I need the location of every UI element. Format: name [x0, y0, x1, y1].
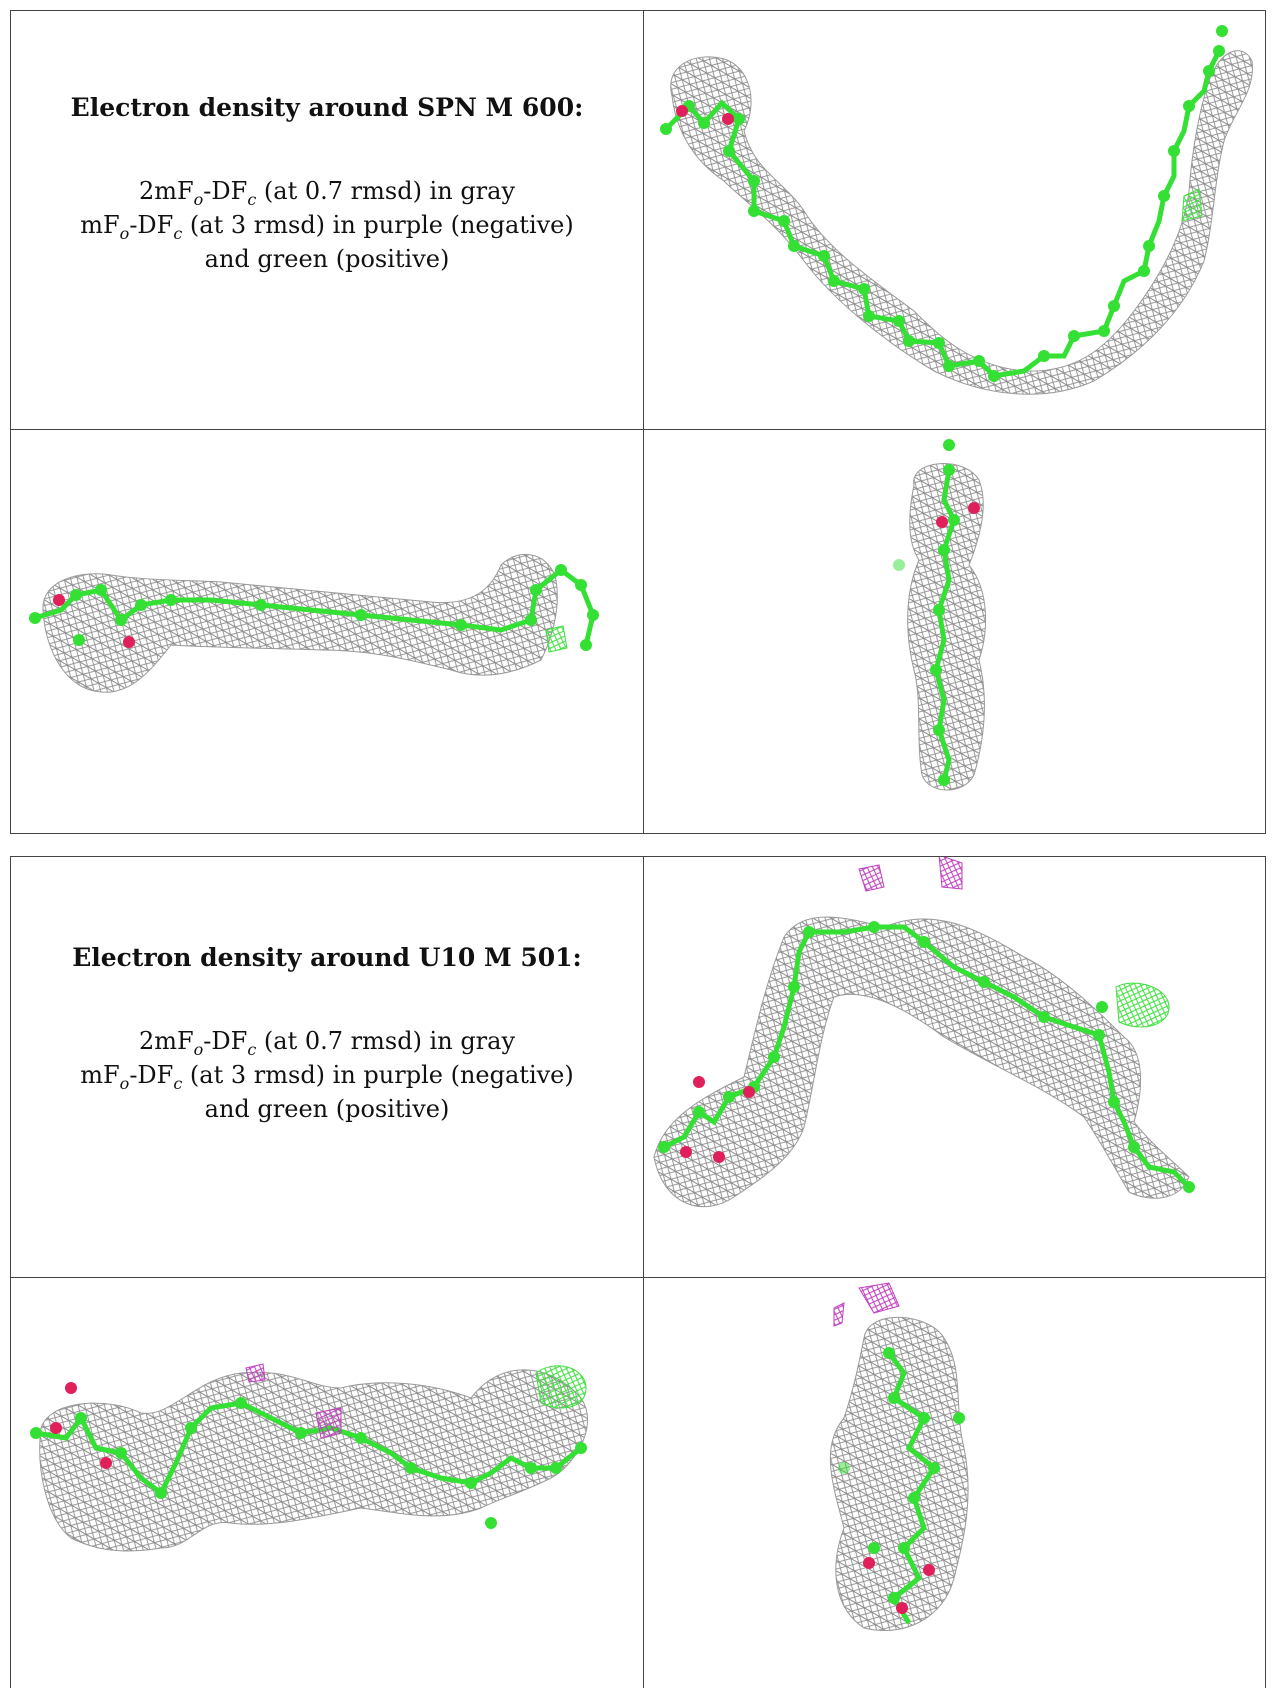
caption-line-2: mFo-DFc (at 3 rmsd) in purple (negative): [80, 211, 574, 243]
horizontal-divider: [11, 1277, 1265, 1278]
panel-title: Electron density around U10 M 501:: [72, 943, 582, 972]
density-view-end: [893, 439, 986, 791]
caption-line-3: and green (positive): [204, 1095, 450, 1123]
vertical-divider: [643, 11, 644, 833]
figure-panel-u10: Electron density around U10 M 501: 2mFo-…: [10, 856, 1266, 1688]
caption-cell: Electron density around U10 M 501: 2mFo-…: [11, 943, 643, 1126]
figure-panel-spn: Electron density around SPN M 600: 2mFo-…: [10, 10, 1266, 834]
caption-line-1: 2mFo-DFc (at 0.7 rmsd) in gray: [138, 177, 516, 209]
caption-cell: Electron density around SPN M 600: 2mFo-…: [11, 93, 643, 276]
caption-text: 2mFo-DFc (at 0.7 rmsd) in gray mFo-DFc (…: [11, 174, 643, 276]
caption-line-3: and green (positive): [204, 245, 450, 273]
panel-title: Electron density around SPN M 600:: [70, 93, 584, 122]
density-view-end: [829, 1282, 969, 1632]
caption-line-1: 2mFo-DFc (at 0.7 rmsd) in gray: [138, 1027, 516, 1059]
density-view-side: [30, 1363, 588, 1552]
caption-text: 2mFo-DFc (at 0.7 rmsd) in gray mFo-DFc (…: [11, 1024, 643, 1126]
density-view-front: [660, 25, 1253, 395]
density-view-side: [29, 553, 599, 693]
horizontal-divider: [11, 429, 1265, 430]
vertical-divider: [643, 857, 644, 1688]
density-view-front: [653, 857, 1195, 1208]
caption-line-2: mFo-DFc (at 3 rmsd) in purple (negative): [80, 1061, 574, 1093]
